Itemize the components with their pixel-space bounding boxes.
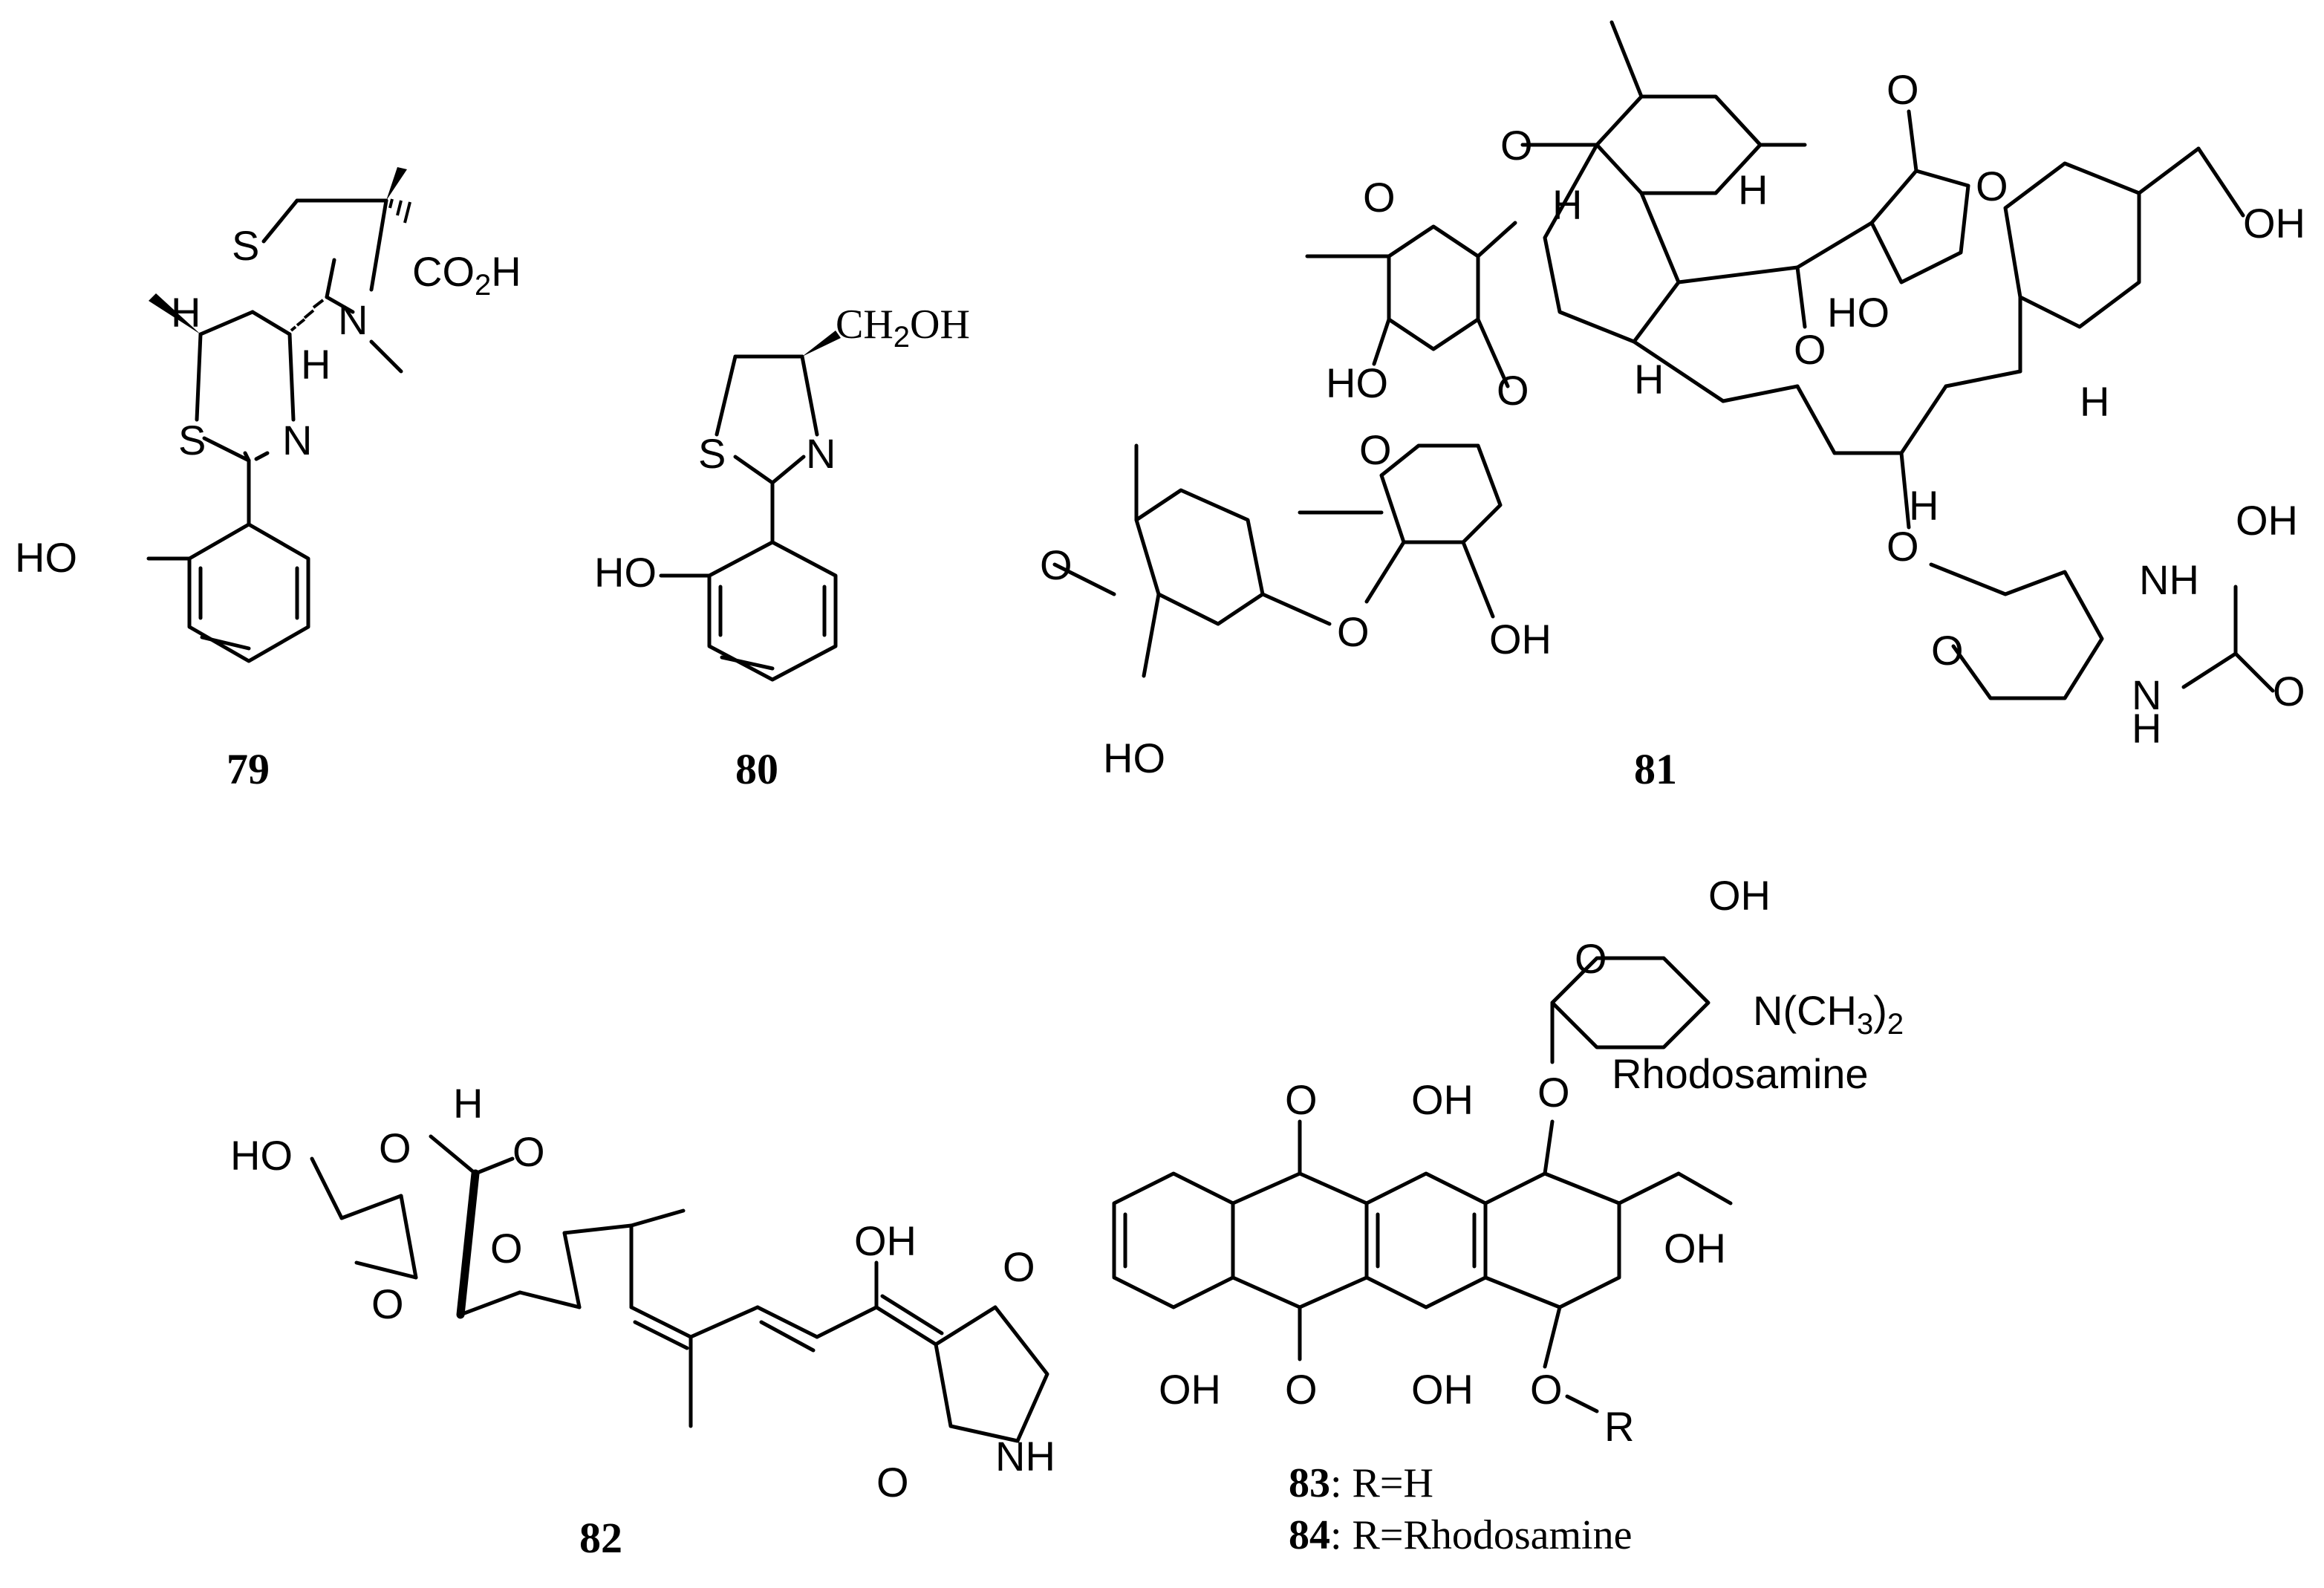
h-81-b: H	[1738, 166, 1768, 213]
h-81-c: H	[1634, 356, 1664, 403]
h2-79: H	[301, 341, 331, 388]
o-82-a: O	[379, 1125, 411, 1171]
nh-81: NH	[2139, 556, 2199, 603]
n-81: N	[2132, 671, 2161, 718]
ho-81-a: HO	[1326, 359, 1388, 406]
o-quinone-1: O	[1285, 1076, 1318, 1123]
h-81-a: H	[1552, 181, 1582, 228]
o-81-i: O	[1976, 163, 2008, 209]
compound-82: HO O H O O O OH O O NH 82	[230, 1080, 1055, 1562]
ho-82: HO	[230, 1132, 293, 1179]
o-81-c: O	[1497, 367, 1529, 414]
h-82: H	[453, 1080, 483, 1127]
o-81-f: O	[1040, 541, 1073, 588]
oh-anthra-1: OH	[1411, 1076, 1474, 1123]
s-80: S	[698, 430, 726, 477]
wedge-80	[802, 331, 841, 357]
r-group: R	[1604, 1403, 1634, 1450]
h-81-d: H	[2080, 378, 2109, 425]
oh-anthra-2: OH	[1411, 1366, 1474, 1413]
o-82-c: O	[371, 1281, 404, 1327]
n-thiazol-79: N	[282, 417, 312, 463]
o-81-l: O	[2273, 668, 2305, 715]
o-quinone-2: O	[1285, 1366, 1318, 1413]
h-81-e: H	[1909, 482, 1939, 529]
o-82-b: O	[512, 1128, 545, 1175]
label-80: 80	[735, 745, 778, 793]
label-82: 82	[579, 1514, 622, 1562]
ho-79: HO	[15, 534, 77, 581]
label-81: 81	[1634, 745, 1677, 793]
compound-83-84: O OH N(CH3)2 Rhodosamine O O O OH OH OH …	[1112, 872, 1904, 1558]
o-81-e: O	[1337, 608, 1370, 655]
rhodosamine-name: Rhodosamine	[1612, 1050, 1869, 1097]
compound-81: O O HO O O OH O O HO H H H O	[1040, 20, 2305, 793]
o-link: O	[1537, 1069, 1570, 1116]
ho-81-d: HO	[1827, 289, 1890, 336]
o-81-a: O	[1500, 122, 1533, 169]
o-81-k: O	[1931, 627, 1964, 674]
wedge-79b	[386, 167, 407, 201]
o-82-f: O	[876, 1459, 909, 1506]
o-r: O	[1530, 1366, 1563, 1413]
nh-82: NH	[995, 1433, 1055, 1480]
o-81-h: O	[1887, 66, 1919, 113]
label-79: 79	[227, 745, 270, 793]
ch2oh-80: CH2OH	[836, 302, 970, 354]
h-81-f: H	[2132, 705, 2161, 752]
o-rhodo: O	[1575, 935, 1607, 982]
n-ring-79: N	[338, 296, 368, 343]
oh-81-a: OH	[2243, 200, 2305, 247]
o-81-b: O	[1363, 174, 1396, 221]
oh-rhodo: OH	[1708, 872, 1771, 919]
label-83: 83: R=H	[1289, 1460, 1433, 1506]
o-81-g: O	[1794, 326, 1826, 373]
oh-anthra-4: OH	[1664, 1225, 1726, 1272]
compound-80: HO S N CH2OH 80	[594, 302, 970, 793]
o-81-d: O	[1359, 426, 1392, 473]
label-84: 84: R=Rhodosamine	[1289, 1512, 1632, 1558]
cooh-79: CO2H	[412, 248, 521, 302]
o-82-d: O	[490, 1225, 523, 1272]
ho-81-c: HO	[1103, 735, 1165, 781]
o-82-e: O	[1003, 1243, 1035, 1290]
s-thiazol-79: S	[178, 417, 206, 463]
oh-81-b: OH	[1489, 616, 1552, 663]
ho-80: HO	[594, 549, 657, 596]
oh-81-c: OH	[2236, 497, 2298, 544]
h1-79: H	[171, 289, 201, 336]
oh-82: OH	[854, 1217, 917, 1264]
wedge-79a	[149, 293, 201, 334]
n-80: N	[806, 430, 836, 477]
s-ring-79: S	[232, 222, 259, 269]
nme2-rhodo: N(CH3)2	[1753, 987, 1904, 1041]
compound-79: HO S N H S N H CO2H 79	[15, 167, 521, 793]
oh-anthra-3: OH	[1159, 1366, 1221, 1413]
o-81-j: O	[1887, 523, 1919, 570]
